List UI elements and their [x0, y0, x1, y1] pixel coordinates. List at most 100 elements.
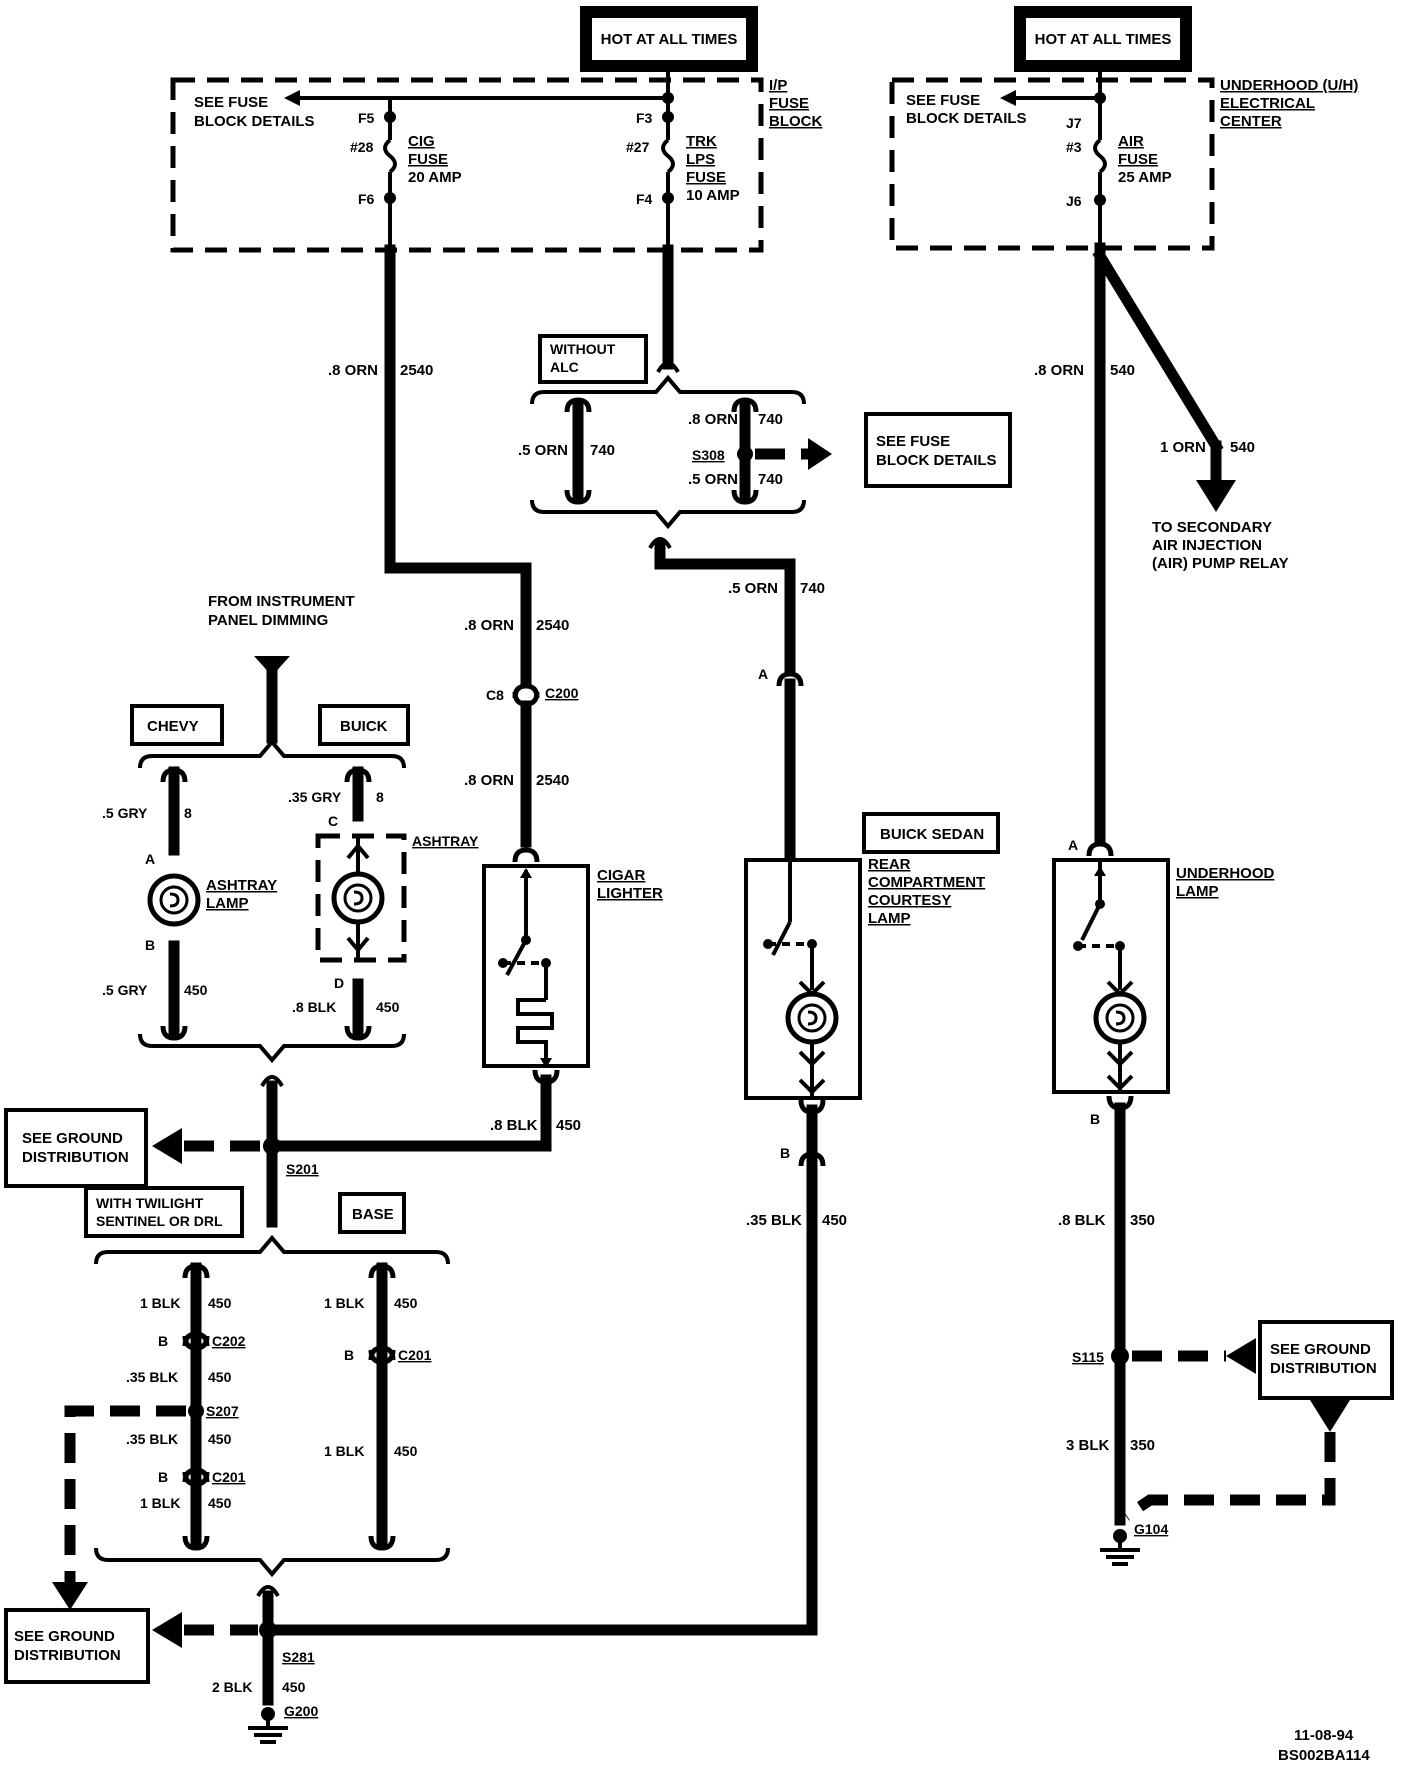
- base-box: [338, 1192, 406, 1234]
- pin-c: C: [328, 813, 338, 829]
- c200-connector-top: [515, 686, 537, 698]
- splice-s281: [259, 1621, 277, 1639]
- label-air-num: #3: [1066, 139, 1082, 155]
- see-fuse-left-2: BLOCK DETAILS: [194, 113, 315, 130]
- wire-540-a-color: .8 ORN: [1034, 362, 1084, 379]
- wire-740-t-color: .8 ORN: [688, 411, 738, 428]
- wire-2540-b-circuit: 2540: [536, 617, 569, 634]
- buick-sedan-label: BUICK SEDAN: [880, 826, 984, 843]
- ashtray-lamp-1: ASHTRAY: [206, 877, 277, 894]
- splice-s201: [263, 1137, 281, 1155]
- wire-450-cig-circuit: 450: [556, 1117, 581, 1134]
- label-s308: S308: [692, 447, 725, 463]
- wire-450-t4-color: 1 BLK: [140, 1495, 180, 1511]
- brace-ash-top: [138, 738, 406, 769]
- wire-450-rear-color: .35 BLK: [746, 1212, 802, 1229]
- wire-2540-a-circuit: 2540: [400, 362, 433, 379]
- without-alc-2: ALC: [550, 359, 579, 375]
- ashtray-lamp-2: LAMP: [206, 895, 249, 912]
- see-ground-2-line1: SEE GROUND: [1270, 1341, 1371, 1358]
- wire-8-a-color: .5 GRY: [102, 805, 148, 821]
- from-ipd-2: PANEL DIMMING: [208, 612, 328, 629]
- uh-lamp-label-2: LAMP: [1176, 883, 1219, 900]
- rear-lamp-switch: [763, 860, 826, 997]
- wire-740-d-color: .5 ORN: [728, 580, 778, 597]
- wire-450-b1-circuit: 450: [394, 1295, 418, 1311]
- uh-electrical-center: [889, 77, 1215, 251]
- hot-label-left: HOT AT ALL TIMES: [601, 31, 738, 48]
- secondary-air-2: AIR INJECTION: [1152, 537, 1262, 554]
- wire-450-b1-color: 1 BLK: [324, 1295, 364, 1311]
- pin-a-uh: A: [1068, 837, 1078, 853]
- wire-740-b-color: .5 ORN: [688, 471, 738, 488]
- secondary-air-3: (AIR) PUMP RELAY: [1152, 555, 1289, 572]
- chevy-label: CHEVY: [147, 718, 199, 735]
- see-ground-3-box: [4, 1608, 150, 1684]
- wire-740-b-circuit: 740: [758, 471, 783, 488]
- label-s201: S201: [286, 1161, 319, 1177]
- ashtray-buick-bulb: [334, 874, 382, 922]
- hot-label-right: HOT AT ALL TIMES: [1035, 31, 1172, 48]
- wire-450-t1-color: 1 BLK: [140, 1295, 180, 1311]
- wire-450-rear: [272, 1104, 818, 1636]
- wire-8-b-color: .35 GRY: [288, 789, 342, 805]
- see-fuse-right-2: BLOCK DETAILS: [906, 110, 1027, 127]
- see-fuse-left-1: SEE FUSE: [194, 94, 268, 111]
- wire-450-gry-color: .5 GRY: [102, 982, 148, 998]
- wire-2540-c-circuit: 2540: [536, 772, 569, 789]
- wire-450-g-color: 2 BLK: [212, 1679, 252, 1695]
- label-j7: J7: [1066, 115, 1082, 131]
- wire-ground-2-return: [1122, 1432, 1336, 1521]
- secondary-air-1: TO SECONDARY: [1152, 519, 1272, 536]
- twilight-2: SENTINEL OR DRL: [96, 1213, 223, 1229]
- uh-conn-a: [1089, 844, 1111, 856]
- wire-350-b-circuit: 350: [1130, 1437, 1155, 1454]
- air-fuse-name-1: AIR: [1118, 133, 1144, 150]
- pin-b-uh: B: [1090, 1111, 1100, 1127]
- cigar-lighter-label-1: CIGAR: [597, 867, 646, 884]
- cigar-lighter-switch: [498, 868, 554, 1068]
- uh-lamp-lead: [1106, 1042, 1134, 1092]
- see-fuse-mid-1: SEE FUSE: [876, 433, 950, 450]
- ashtray-label: ASHTRAY: [412, 833, 479, 849]
- label-s207: S207: [206, 1403, 239, 1419]
- wire-450-t4-circuit: 450: [208, 1495, 232, 1511]
- ash-break: [260, 1075, 284, 1088]
- wire-2540-upper: [384, 244, 532, 686]
- label-c201-b: C201: [398, 1347, 432, 1363]
- air-fuse-rating: 25 AMP: [1118, 169, 1172, 186]
- rear-lamp-label-4: LAMP: [868, 910, 911, 927]
- ip-fuse-label-1: I/P: [769, 77, 787, 94]
- see-fuse-right-1: SEE FUSE: [906, 92, 980, 109]
- label-g104: G104: [1134, 1521, 1168, 1537]
- arrow-secondary-air: [1196, 480, 1236, 512]
- wire-540-branch: [1092, 248, 1224, 454]
- label-c202: C202: [212, 1333, 246, 1349]
- wire-450-rear-circuit: 450: [822, 1212, 847, 1229]
- label-cig-num: #28: [350, 139, 374, 155]
- label-trk-num: #27: [626, 139, 650, 155]
- ashtray-buick-lead: [346, 836, 370, 960]
- label-f3: F3: [636, 110, 653, 126]
- rear-lamp-box: [744, 858, 862, 1100]
- terminal-f4: [662, 192, 674, 204]
- ashtray-lamp-bulb: [150, 876, 198, 924]
- see-ground-2-line2: DISTRIBUTION: [1270, 1360, 1377, 1377]
- ashtray-dashed-box: [315, 833, 407, 963]
- uh-center-label-2: ELECTRICAL: [1220, 95, 1315, 112]
- footer-date: 11-08-94: [1294, 1727, 1354, 1744]
- rear-lamp-lead: [798, 1042, 826, 1096]
- wire-8-a-circuit: 8: [184, 805, 192, 821]
- see-ground-2-box: [1258, 1320, 1394, 1400]
- wire-s207-ground: [64, 1405, 186, 1582]
- air-fuse-element: [1093, 138, 1107, 174]
- wire-740-d-circuit: 740: [800, 580, 825, 597]
- wire-8-b-circuit: 8: [376, 789, 384, 805]
- hot-box-left: HOT AT ALL TIMES: [580, 6, 758, 72]
- wire-350-a-color: .8 BLK: [1058, 1212, 1106, 1229]
- cigar-lighter-label-2: LIGHTER: [597, 885, 663, 902]
- brace-740-top: [530, 374, 806, 405]
- pin-b-rear: B: [780, 1145, 790, 1161]
- terminal-f6: [384, 192, 396, 204]
